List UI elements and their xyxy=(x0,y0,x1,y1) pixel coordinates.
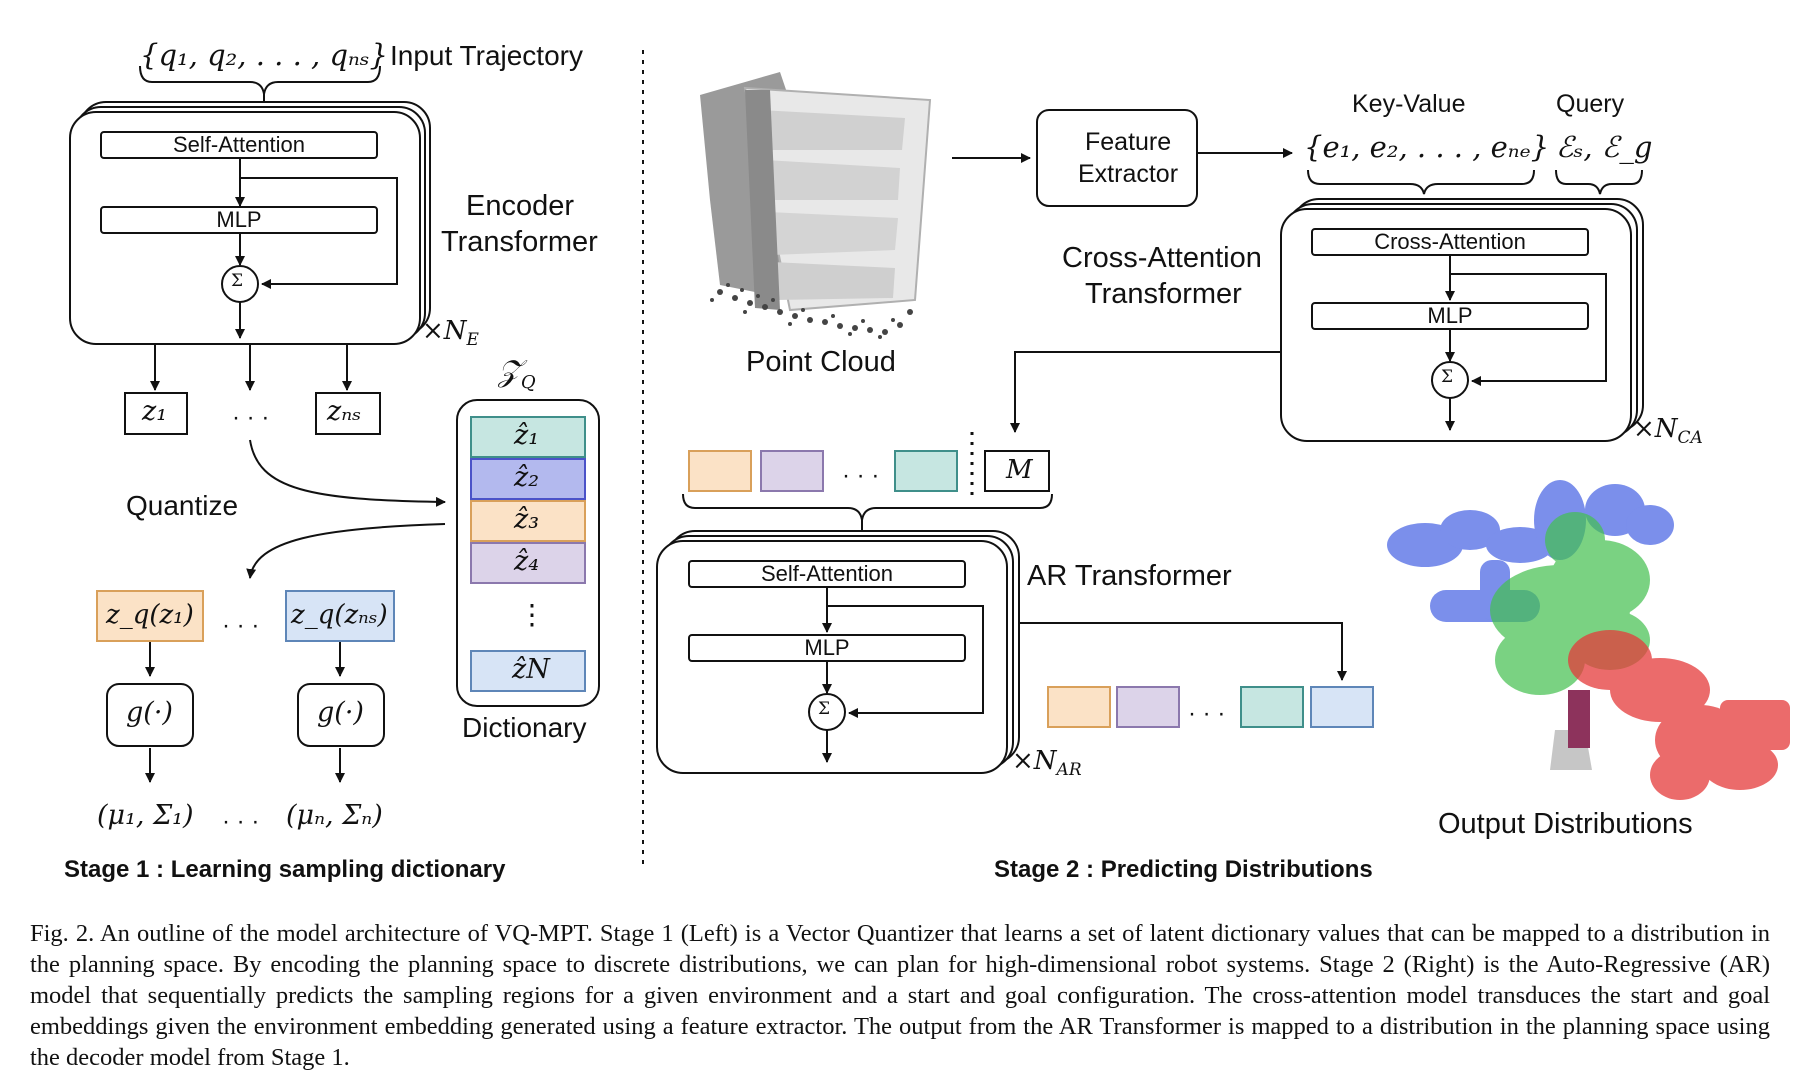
input-seq-dots: · · · xyxy=(842,462,880,489)
sequence-brace xyxy=(682,493,1053,521)
output-seq-dots: · · · xyxy=(1188,700,1226,727)
key-value-label: Key-Value xyxy=(1352,90,1466,118)
encoder-sum-symbol: Σ xyxy=(231,271,244,291)
dictionary-entry-2: ẑ₂ xyxy=(470,458,586,500)
ar-transformer-label: AR Transformer xyxy=(1027,560,1232,592)
quantized-z-first: z_q(z₁) xyxy=(96,590,204,642)
output-token-blue xyxy=(1310,686,1374,728)
query-set: ℰₛ, ℰ_g xyxy=(1556,130,1653,164)
decoder-g-box-1 xyxy=(106,683,194,747)
lookup-arrow xyxy=(246,523,446,579)
latent-dots: · · · xyxy=(232,404,270,431)
cross-attention-label-line2: Transformer xyxy=(1085,278,1242,310)
point-cloud-image xyxy=(700,72,932,339)
input-token-purple xyxy=(760,450,824,492)
cross-mlp: MLP xyxy=(1311,302,1589,330)
cross-attention-block: Cross-Attention xyxy=(1311,228,1589,256)
latent-z-first: z₁ xyxy=(124,392,188,435)
dictionary-vdots: ⋮ xyxy=(518,599,546,630)
ar-self-attention: Self-Attention xyxy=(688,560,966,588)
output-params-last: (μₙ, Σₙ) xyxy=(286,800,383,831)
quantized-dots: · · · xyxy=(222,612,260,639)
output-token-purple xyxy=(1116,686,1180,728)
dictionary-entry-1: ẑ₁ xyxy=(470,416,586,458)
encoder-mlp: MLP xyxy=(100,206,378,234)
encoder-self-attention: Self-Attention xyxy=(100,131,378,159)
quantize-arrow xyxy=(249,439,446,507)
decoder-g-box-n xyxy=(297,683,385,747)
input-token-teal xyxy=(894,450,958,492)
stage1-title: Stage 1 : Learning sampling dictionary xyxy=(64,856,506,883)
feature-extractor-line2: Extractor xyxy=(1078,160,1179,188)
quantized-z-last: z_q(zₙₛ) xyxy=(285,590,395,642)
decoder-g-label-1: g(·) xyxy=(126,697,173,728)
output-distributions-label: Output Distributions xyxy=(1438,808,1693,840)
dictionary-entry-4: ẑ₄ xyxy=(470,542,586,584)
input-trajectory-label: Input Trajectory xyxy=(390,40,583,71)
key-value-brace xyxy=(1307,169,1535,195)
query-label: Query xyxy=(1556,90,1625,118)
cross-to-token-arrow xyxy=(1010,351,1281,433)
encoder-repeat: ×NE xyxy=(422,316,479,351)
encoder-label-line1: Encoder xyxy=(466,190,575,222)
quantize-label: Quantize xyxy=(126,490,239,521)
dictionary-title: 𝒵Q xyxy=(498,354,536,393)
output-distributions-image xyxy=(1387,480,1790,800)
ar-output-arrow xyxy=(1019,622,1347,681)
ar-repeat: ×NAR xyxy=(1012,746,1082,781)
decoder-g-label-n: g(·) xyxy=(317,697,364,728)
key-value-set: {e₁, e₂, . . . , eₙₑ} xyxy=(1304,130,1550,164)
stage2-title: Stage 2 : Predicting Distributions xyxy=(994,856,1373,883)
figure-caption: Fig. 2. An outline of the model architec… xyxy=(30,920,1770,1071)
latent-z-last: zₙₛ xyxy=(315,392,381,435)
point-cloud-label: Point Cloud xyxy=(746,346,896,378)
input-trajectory-set: {q₁, q₂, . . . , qₙₛ} xyxy=(140,38,388,72)
output-token-orange xyxy=(1047,686,1111,728)
cross-attention-label-line1: Cross-Attention xyxy=(1062,242,1262,274)
feature-extractor-box xyxy=(1036,109,1198,207)
output-params-first: (μ₁, Σ₁) xyxy=(97,800,194,831)
input-token-orange xyxy=(688,450,752,492)
cross-sum-symbol: Σ xyxy=(1441,367,1454,387)
encoder-label-line2: Transformer xyxy=(441,226,598,258)
ar-sum-symbol: Σ xyxy=(818,699,831,719)
query-brace xyxy=(1555,169,1643,195)
output-token-teal xyxy=(1240,686,1304,728)
input-token-M: M xyxy=(984,450,1050,492)
dictionary-entry-3: ẑ₃ xyxy=(470,500,586,542)
cross-repeat: ×NCA xyxy=(1633,414,1703,449)
output-params-dots: · · · xyxy=(222,808,260,835)
dictionary-label: Dictionary xyxy=(462,712,587,743)
ar-mlp: MLP xyxy=(688,634,966,662)
feature-extractor-line1: Feature xyxy=(1085,128,1172,156)
dictionary-entry-n: ẑN xyxy=(470,650,586,692)
